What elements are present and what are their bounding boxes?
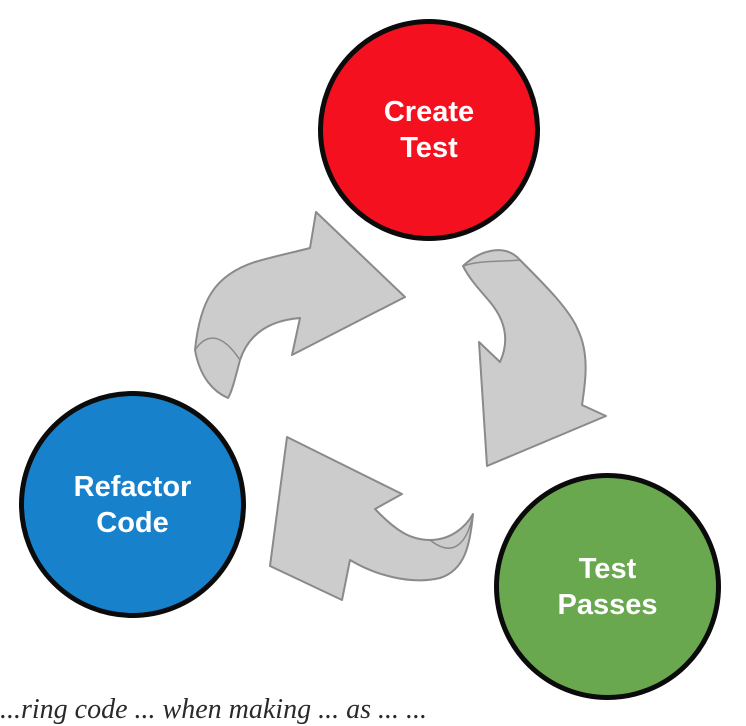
caption-fragment: ...ring code ... when making ... as ... … (0, 694, 427, 725)
arrow-refactor-to-create (194, 211, 406, 399)
arrow-create-to-passes (462, 249, 607, 467)
create-test-label: Create Test (383, 96, 475, 164)
arrow-passes-to-refactor (269, 436, 474, 601)
refactor-code-node: Refactor Code (19, 391, 246, 618)
refactor-code-label: Refactor Code (73, 470, 192, 539)
create-test-node: Create Test (318, 19, 540, 241)
test-passes-node: Test Passes (494, 473, 721, 700)
test-passes-label: Test Passes (557, 552, 658, 621)
